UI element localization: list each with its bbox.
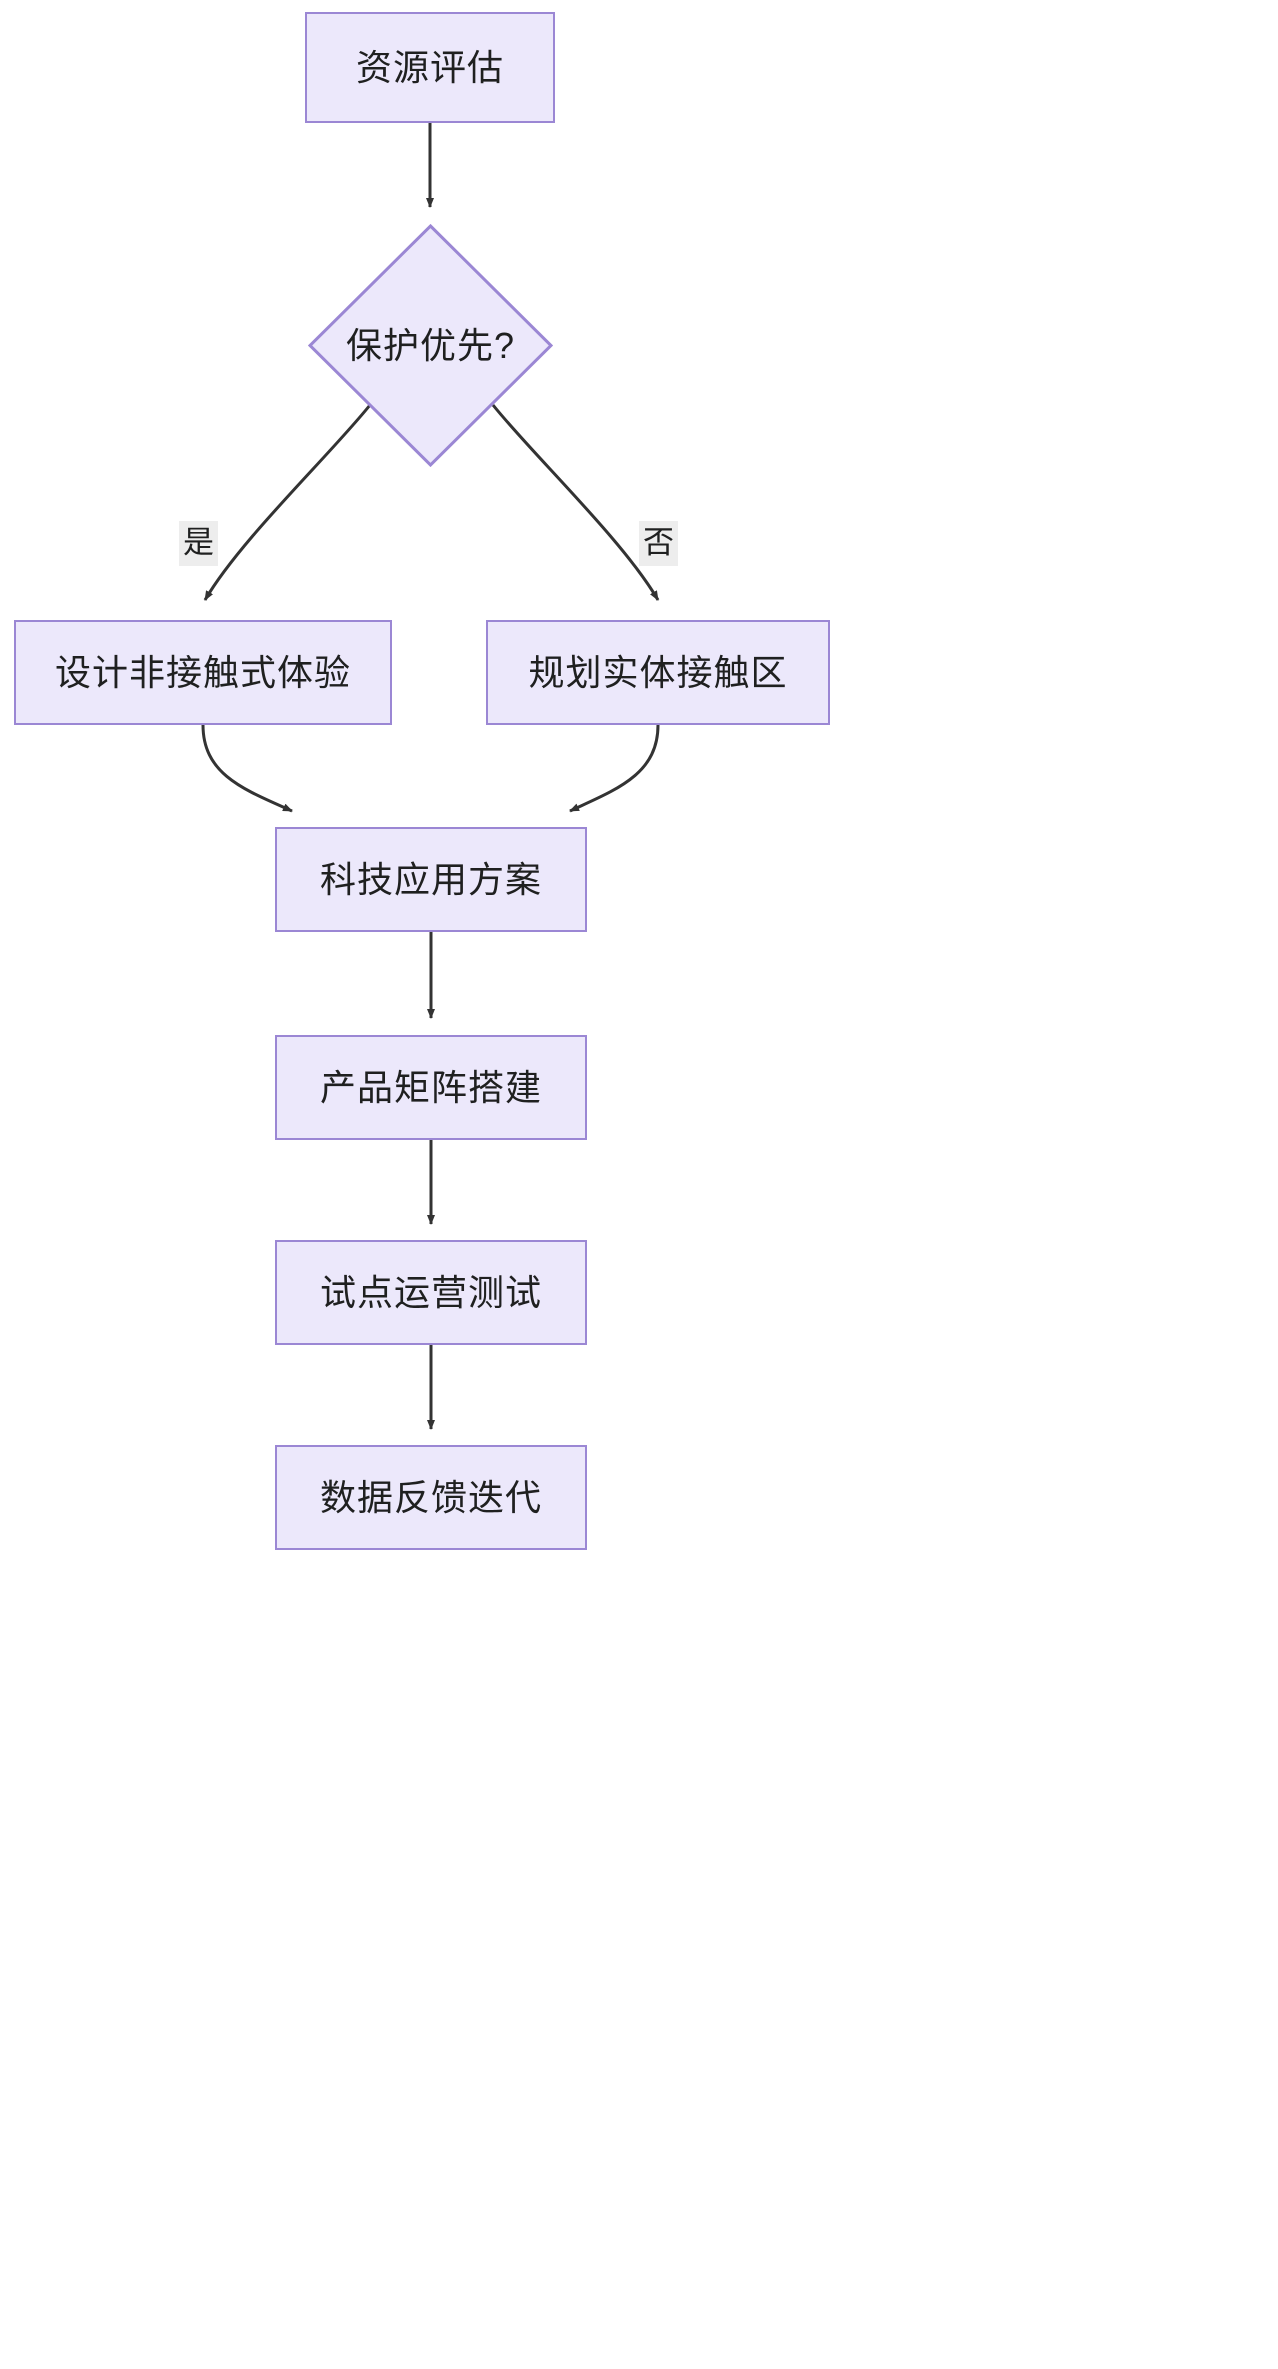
node-product-matrix-construction[interactable]: 产品矩阵搭建 xyxy=(275,1035,587,1140)
edge-label-text: 否 xyxy=(643,525,674,560)
node-technology-application-plan[interactable]: 科技应用方案 xyxy=(275,827,587,932)
node-label: 科技应用方案 xyxy=(319,858,542,900)
node-data-feedback-iteration[interactable]: 数据反馈迭代 xyxy=(275,1445,587,1550)
edge-n4-n5 xyxy=(569,724,660,813)
node-resource-assessment[interactable]: 资源评估 xyxy=(305,12,555,123)
edge-label-text: 是 xyxy=(183,525,214,560)
node-label: 设计非接触式体验 xyxy=(54,651,351,693)
node-label: 规划实体接触区 xyxy=(528,651,788,693)
node-label: 资源评估 xyxy=(355,46,504,88)
diamond-shape xyxy=(308,224,553,467)
node-label: 保护优先? xyxy=(345,324,516,366)
node-plan-physical-contact-zone[interactable]: 规划实体接触区 xyxy=(486,620,830,725)
node-label: 试点运营测试 xyxy=(319,1271,542,1313)
edge-label-yes: 是 xyxy=(179,521,218,566)
node-pilot-operation-test[interactable]: 试点运营测试 xyxy=(275,1240,587,1345)
edge-label-no: 否 xyxy=(639,521,678,566)
node-label: 产品矩阵搭建 xyxy=(319,1066,542,1108)
edge-n3-n5 xyxy=(201,724,293,813)
node-protection-priority-decision[interactable]: 保护优先? xyxy=(308,224,553,467)
node-label: 数据反馈迭代 xyxy=(319,1476,542,1518)
node-design-contactless-experience[interactable]: 设计非接触式体验 xyxy=(14,620,392,725)
